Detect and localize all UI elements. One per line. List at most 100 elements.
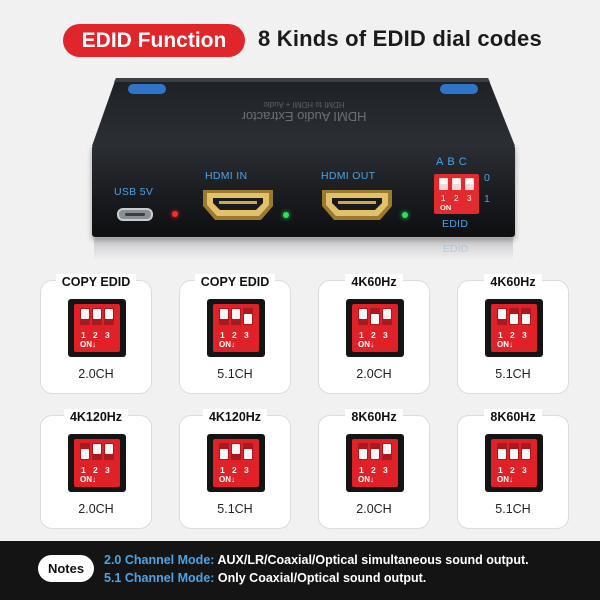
dip-on-label: ON↓ [497,475,513,484]
dip-slot [243,308,253,325]
dip-knob-up [81,309,89,319]
device-top-label: HDMI Audio Extractor [241,109,367,124]
hdmi-out-port-icon [322,190,392,220]
notes-badge: Notes [38,555,94,582]
dip-slot [358,443,368,460]
dip-knob-down [510,314,518,324]
notes-line-1-value: AUX/LR/Coaxial/Optical simultaneous soun… [217,553,529,567]
usb-port [117,208,153,221]
device-top-sublabel: HDMI to HDMI + Audio [263,100,345,109]
device-top-panel: HDMI Audio Extractor HDMI to HDMI + Audi… [92,78,515,146]
dip-state-0: 0 [484,172,491,184]
dip-slot [358,308,368,325]
dip-switch-2[interactable] [452,178,461,190]
edid-function-badge: EDID Function [63,24,245,57]
dip-slot [382,308,392,325]
dip-slot [243,443,253,460]
dip-switch-1[interactable] [439,178,448,190]
notes-bar: Notes 2.0 Channel Mode: AUX/LR/Coaxial/O… [0,541,600,600]
notes-line-2-value: Only Coaxial/Optical sound output. [217,571,427,585]
card-channel-label: 2.0CH [356,502,392,516]
dip-slot [104,308,114,325]
dip-knob-down [81,449,89,459]
dip-number: 3 [105,465,110,475]
dip-on-label: ON↓ [80,475,96,484]
dip-knob-down [498,449,506,459]
dip-knob-down [510,449,518,459]
dip-slot [521,308,531,325]
dip-knob-down [244,449,252,459]
dip-letter-c: C [458,156,471,168]
dip-slot [509,308,519,325]
dip-number: 3 [522,465,527,475]
dip-on-label: ON↓ [219,340,235,349]
dip-slot [521,443,531,460]
dip-knob-down [244,314,252,324]
dip-letter-a: A [436,156,448,168]
audio-extractor-device: HDMI Audio Extractor HDMI to HDMI + Audi… [0,72,600,267]
dip-letters: ABC [436,156,471,168]
dip-number: 1 [220,465,225,475]
card-title: 4K60Hz [458,273,568,291]
dip-knob-up [105,444,113,454]
dip-knob-up [93,444,101,454]
dip-number: 3 [383,330,388,340]
dip-slot [80,308,90,325]
card-channel-label: 2.0CH [78,502,114,516]
dip-on-label: ON [440,203,452,212]
card-channel-label: 2.0CH [356,367,392,381]
dip-slot [370,443,380,460]
dip-switch-3[interactable] [465,178,474,190]
card-title: 4K60Hz [319,273,429,291]
dip-number: 3 [244,465,249,475]
notes-line-2: 5.1 Channel Mode: Only Coaxial/Optical s… [104,571,426,585]
dip-knob-up [105,309,113,319]
card-title: 4K120Hz [41,408,151,426]
dip-number: 2 [371,330,376,340]
card-channel-label: 5.1CH [217,502,253,516]
dip-on-label: ON↓ [80,340,96,349]
edid-label-reflection: EDID [443,242,469,254]
dip-number: 2 [93,330,98,340]
dip-slot [497,308,507,325]
dip-number: 1 [81,330,86,340]
notes-line-1: 2.0 Channel Mode: AUX/LR/Coaxial/Optical… [104,553,529,567]
dip-on-label: ON↓ [219,475,235,484]
notes-line-2-key: 5.1 Channel Mode: [104,571,215,585]
dip-slot [382,443,392,460]
hdmi-in-led [283,212,289,218]
dip-number-3: 3 [467,194,472,203]
dip-knob-down [220,449,228,459]
dip-slot [219,308,229,325]
device-front-panel: USB 5V HDMI IN HDMI OUT ABC 1 2 3 [92,145,515,237]
card-title: 8K60Hz [319,408,429,426]
card-title-text: COPY EDID [194,274,276,290]
dip-number: 2 [510,465,515,475]
dip-number: 1 [498,330,503,340]
notes-line-1-key: 2.0 Channel Mode: [104,553,215,567]
card-title: COPY EDID [41,273,151,291]
card-title-text: 4K120Hz [202,409,268,425]
page-title: 8 Kinds of EDID dial codes [258,26,542,51]
hdmi-out-label: HDMI OUT [321,170,376,182]
dip-number: 2 [371,465,376,475]
usb-5v-label: USB 5V [114,186,154,198]
dip-slot [92,308,102,325]
edid-dip-switch[interactable]: 1 2 3 ON [434,174,479,214]
dip-number-1: 1 [441,194,446,203]
